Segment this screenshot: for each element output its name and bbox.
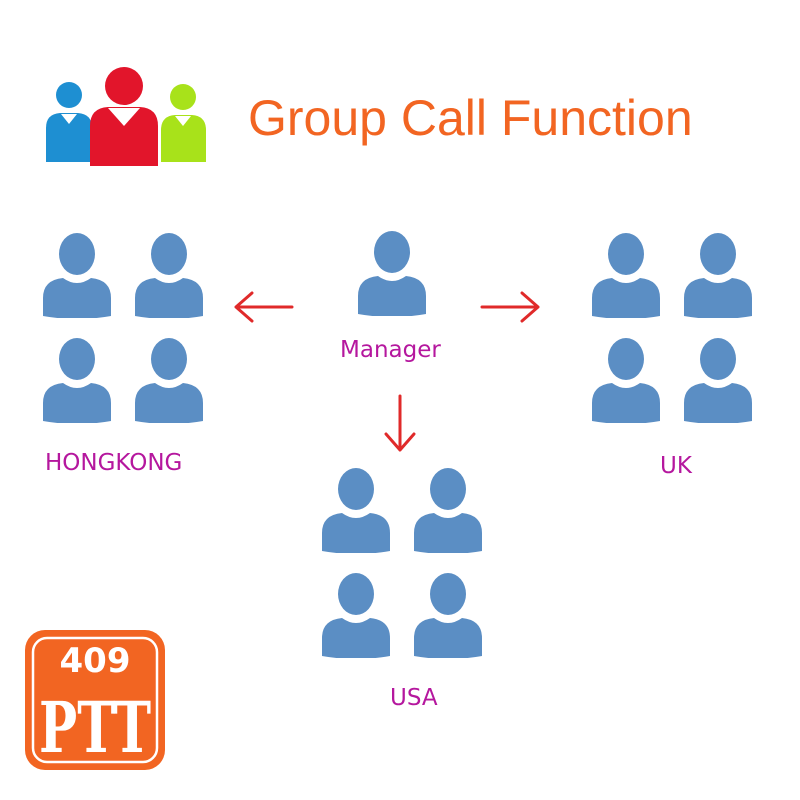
node-label-manager: Manager [340, 337, 441, 363]
person-icon [684, 233, 752, 318]
person-head [151, 233, 187, 275]
person-head [608, 233, 644, 275]
person-head [338, 468, 374, 510]
person-body [135, 383, 203, 423]
brand-badge: 409 PTT [25, 630, 165, 770]
person-icon [358, 231, 426, 316]
person-body [414, 618, 482, 658]
person-icon [43, 338, 111, 423]
person-body [414, 513, 482, 553]
logo-collar-blue [61, 114, 77, 124]
person-body [684, 278, 752, 318]
person-body [684, 383, 752, 423]
person-body [592, 383, 660, 423]
person-body [135, 278, 203, 318]
logo-body-red [90, 107, 158, 166]
logo-collar-green [175, 116, 191, 126]
person-head [608, 338, 644, 380]
person-body [592, 278, 660, 318]
person-head [430, 573, 466, 615]
logo-head-blue [56, 82, 82, 108]
node-label-uk: UK [660, 453, 692, 479]
logo-person-blue [46, 82, 92, 162]
person-head [430, 468, 466, 510]
arrow-right-icon [480, 291, 540, 323]
node-label-hongkong: HONGKONG [45, 450, 183, 476]
person-icon [414, 468, 482, 553]
badge-background [25, 630, 165, 770]
people-group-icon [46, 67, 206, 166]
node-label-usa: USA [390, 685, 438, 711]
person-body [358, 276, 426, 316]
person-icon [414, 573, 482, 658]
badge-inner-frame [31, 636, 159, 764]
person-icon [684, 338, 752, 423]
person-icon [43, 233, 111, 318]
person-icon [135, 233, 203, 318]
person-head [700, 338, 736, 380]
logo-collar-red [108, 108, 140, 126]
person-body [322, 618, 390, 658]
person-head [700, 233, 736, 275]
person-icon [322, 468, 390, 553]
logo-person-red [90, 67, 158, 166]
person-body [43, 278, 111, 318]
person-head [338, 573, 374, 615]
logo-head-red [105, 67, 143, 105]
arrow-down-icon [384, 394, 416, 452]
logo-body-green [161, 115, 206, 162]
person-head [59, 233, 95, 275]
person-icon [135, 338, 203, 423]
person-head [374, 231, 410, 273]
badge-brand: PTT [39, 686, 151, 769]
logo-head-green [170, 84, 196, 110]
person-body [322, 513, 390, 553]
person-head [59, 338, 95, 380]
person-icon [592, 338, 660, 423]
person-body [43, 383, 111, 423]
person-icon [592, 233, 660, 318]
logo-body-blue [46, 113, 92, 162]
badge-number: 409 [60, 641, 131, 681]
person-head [151, 338, 187, 380]
arrow-left-icon [234, 291, 294, 323]
diagram-title: Group Call Function [248, 90, 693, 146]
logo-person-green [161, 84, 206, 162]
person-icon [322, 573, 390, 658]
